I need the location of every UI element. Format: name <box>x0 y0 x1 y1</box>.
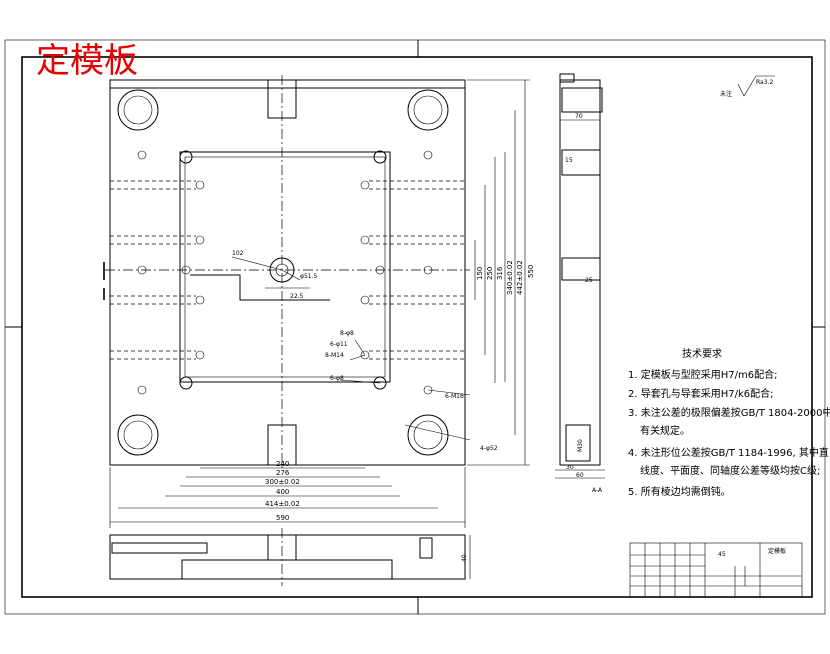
section-label: A-A <box>592 487 603 494</box>
dim-340: 340±0.02 <box>506 260 514 295</box>
tech-item-1: 1. 定模板与型腔采用H7/m6配合; <box>628 368 777 381</box>
tech-item-4b: 线度、平面度、同轴度公差等级均按C级; <box>640 464 820 477</box>
dim-550: 550 <box>527 265 535 278</box>
dim-590: 590 <box>276 514 289 522</box>
plan-view <box>103 75 470 470</box>
dim-300: 300±0.02 <box>265 478 300 486</box>
drawing-title: 定模板 <box>36 41 138 81</box>
horizontal-dimensions <box>109 467 466 528</box>
side-section-view <box>555 73 605 479</box>
outer-frame <box>4 39 826 615</box>
dim-25: 25 <box>585 277 593 284</box>
dim-414: 414±0.02 <box>265 500 300 508</box>
dim-316: 316 <box>496 266 504 280</box>
hole-note-1: 8-φ8 <box>340 330 354 337</box>
dim-240: 240 <box>276 460 289 468</box>
hole-note-3: 8-M14 <box>325 352 344 359</box>
dim-102: 102 <box>232 250 244 257</box>
dim-m30: M30 <box>577 439 584 452</box>
dim-30: 30 <box>566 464 574 471</box>
dim-150: 150 <box>476 267 484 280</box>
dim-70: 70 <box>575 113 583 120</box>
bottom-section-view <box>109 528 471 586</box>
inner-frame <box>21 56 813 598</box>
dim-250: 250 <box>486 267 494 280</box>
dim-phi51: φ51.5 <box>300 273 318 280</box>
dim-442: 442±0.02 <box>516 260 524 295</box>
dim-60: 60 <box>576 472 584 479</box>
tech-item-4: 4. 未注形位公差按GB/T 1184-1996, 其中直 <box>628 446 829 459</box>
material: 45 <box>718 551 726 558</box>
surface-roughness: Ra3.2 <box>756 79 773 86</box>
dim-40: 40 <box>461 554 468 562</box>
dim-22: 22.5 <box>290 293 304 300</box>
tech-item-3: 3. 未注公差的极限偏差按GB/T 1804-2000中 <box>628 406 830 419</box>
tech-item-2: 2. 导套孔与导套采用H7/k6配合; <box>628 387 774 400</box>
tech-item-5: 5. 所有棱边均需倒钝。 <box>628 485 731 498</box>
tech-heading: 技术要求 <box>682 347 722 360</box>
hole-note-5: 6-M16 <box>445 393 464 400</box>
dim-15: 15 <box>565 157 573 164</box>
vertical-dimensions <box>467 79 530 466</box>
tech-item-3b: 有关规定。 <box>640 424 690 437</box>
title-block <box>629 542 803 598</box>
dim-400: 400 <box>276 488 289 496</box>
hole-note-6: 4-φ52 <box>480 445 498 452</box>
surface-other-label: 未注 <box>720 90 732 98</box>
hole-note-2: 6-φ11 <box>330 341 348 348</box>
part-name: 定模板 <box>768 547 786 555</box>
hole-note-4: 6-φ8 <box>330 375 344 382</box>
dim-276: 276 <box>276 469 290 477</box>
